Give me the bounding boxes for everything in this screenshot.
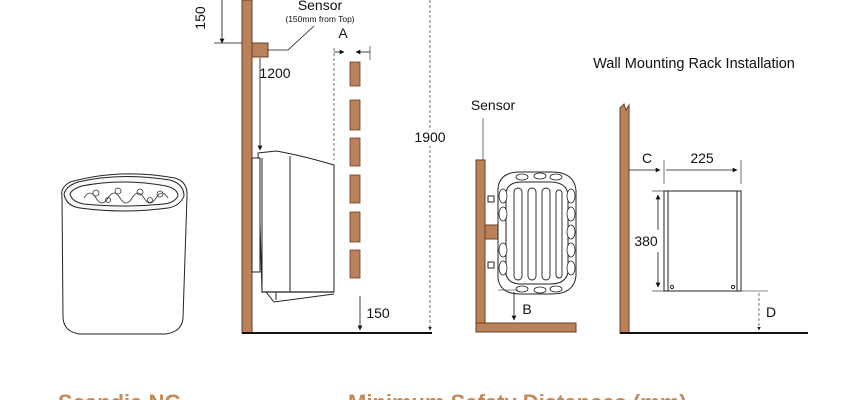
footer-model-title: Scandia NG bbox=[58, 390, 181, 400]
side-view: Sensor (150mm from Top) 150 1200 bbox=[192, 0, 450, 334]
rack-dim-d: D bbox=[766, 304, 776, 320]
rack-dim-c: C bbox=[642, 150, 652, 166]
side-heater bbox=[251, 150, 335, 303]
heater-illustration bbox=[61, 173, 188, 335]
side-dim-bottom: 150 bbox=[366, 305, 390, 321]
rack-wall bbox=[619, 103, 630, 334]
footer-table-title: Minimum Safety Distances (mm) bbox=[348, 390, 687, 400]
top-wall bbox=[475, 159, 486, 333]
top-dim-b: B bbox=[522, 301, 531, 317]
side-sensor-block bbox=[251, 42, 269, 58]
side-dim-a: A bbox=[338, 25, 348, 41]
rack-dim-width: 225 bbox=[690, 150, 714, 166]
rack-box bbox=[663, 190, 742, 292]
side-dim-top: 150 bbox=[192, 6, 208, 30]
top-view: Sensor B bbox=[471, 97, 577, 333]
top-sensor-block bbox=[484, 224, 500, 240]
rack-title: Wall Mounting Rack Installation bbox=[593, 56, 795, 72]
side-wall bbox=[241, 0, 253, 334]
rack-dim-height: 380 bbox=[634, 233, 658, 249]
side-dim-sensor-drop: 1200 bbox=[259, 65, 290, 81]
top-sensor-label: Sensor bbox=[471, 97, 516, 113]
rack-view: Wall Mounting Rack Installation C 225 38… bbox=[593, 56, 808, 334]
top-floor bbox=[475, 322, 577, 333]
side-dim-height: 1900 bbox=[414, 129, 445, 145]
side-sensor-label: Sensor bbox=[298, 0, 343, 13]
side-stones bbox=[349, 61, 361, 279]
side-sensor-note: (150mm from Top) bbox=[285, 14, 354, 24]
top-heater bbox=[487, 171, 577, 295]
